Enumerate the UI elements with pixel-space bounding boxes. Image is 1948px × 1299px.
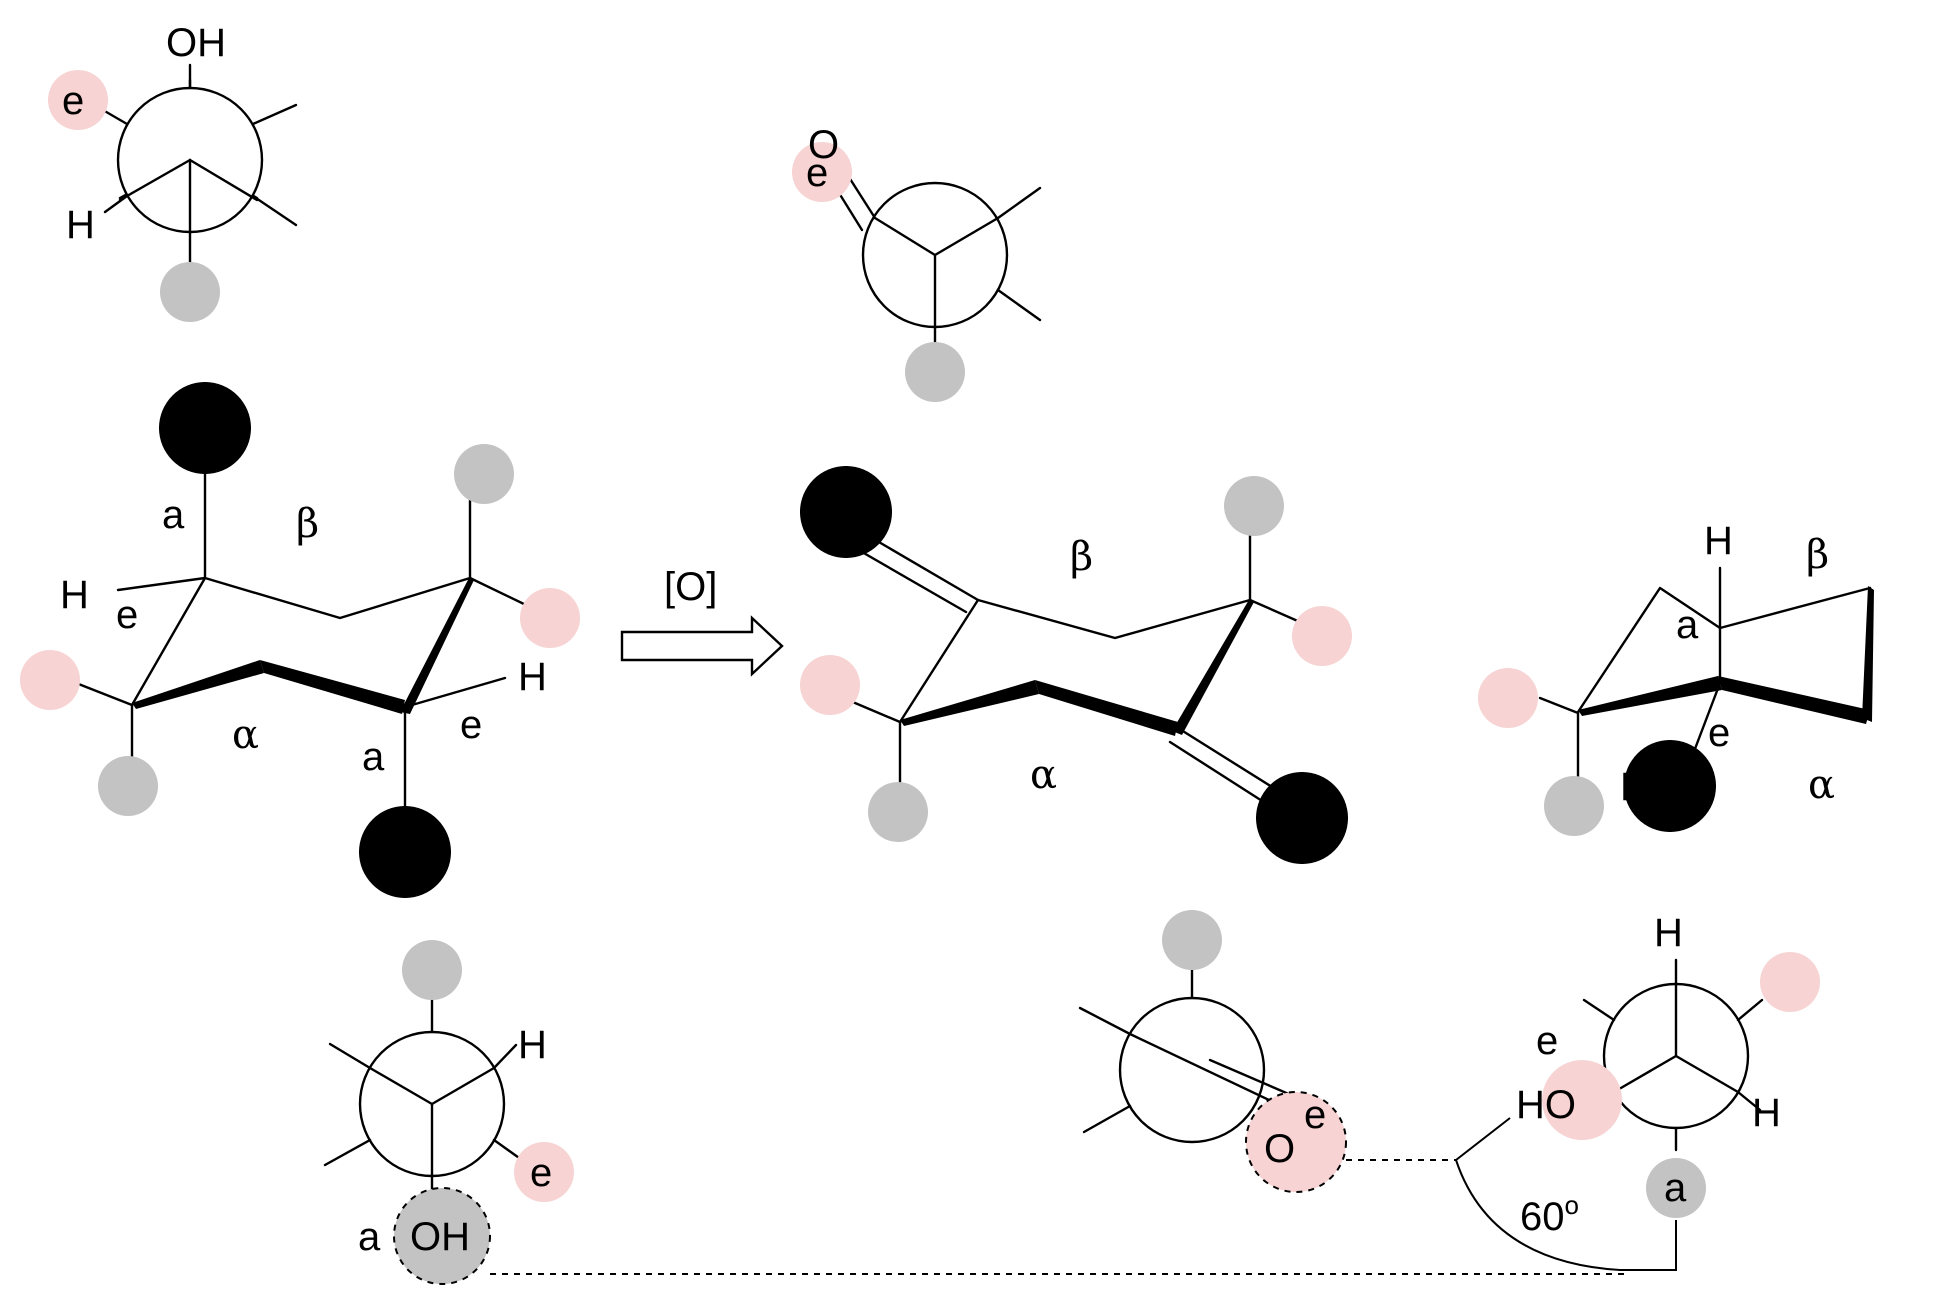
label-e: e bbox=[460, 703, 482, 747]
label-oh: OH bbox=[166, 21, 226, 65]
axial-marker bbox=[1162, 910, 1222, 970]
label-ho: HO bbox=[1516, 1083, 1576, 1127]
label-alpha: α bbox=[1808, 762, 1835, 808]
equatorial-marker bbox=[800, 655, 860, 715]
label-o: O bbox=[832, 491, 863, 535]
angle-arc bbox=[1455, 1159, 1677, 1271]
label-ho: HO bbox=[1620, 765, 1680, 809]
axial-marker bbox=[98, 756, 158, 816]
label-h: H bbox=[1654, 911, 1683, 955]
label-a: a bbox=[358, 1215, 381, 1259]
hollow-right-arrow-icon bbox=[620, 615, 784, 677]
equatorial-marker bbox=[20, 650, 80, 710]
newman-projection-top-middle: O e bbox=[792, 123, 1042, 402]
label-beta: β bbox=[1070, 534, 1093, 580]
label-e: e bbox=[1304, 1093, 1326, 1137]
label-o: O bbox=[1288, 797, 1319, 841]
cyclohexanedione-chair-middle: O O β α bbox=[800, 466, 1352, 864]
angle-annotation bbox=[490, 1117, 1677, 1275]
oxidation-label: [O] bbox=[664, 565, 717, 609]
axial-marker bbox=[402, 940, 462, 1000]
angle-label: 60o bbox=[1520, 1190, 1579, 1239]
newman-projection-bottom-left: H e a OH bbox=[323, 940, 574, 1285]
equatorial-marker bbox=[48, 70, 108, 130]
newman-projection-top-left: e OH H bbox=[48, 21, 298, 322]
angle-value: 60 bbox=[1520, 1195, 1565, 1239]
axial-marker bbox=[1544, 776, 1604, 836]
label-a: a bbox=[162, 493, 185, 537]
axial-marker bbox=[160, 262, 220, 322]
equatorial-marker bbox=[520, 588, 580, 648]
label-h: H bbox=[518, 655, 547, 699]
equatorial-marker bbox=[1760, 952, 1820, 1012]
label-beta: β bbox=[296, 501, 319, 547]
label-e: e bbox=[1708, 711, 1730, 755]
label-h: H bbox=[1752, 1091, 1781, 1135]
angle-degree-sign: o bbox=[1565, 1190, 1579, 1220]
axial-marker bbox=[1646, 1158, 1706, 1218]
axial-marker bbox=[868, 782, 928, 842]
label-h: H bbox=[1704, 519, 1733, 563]
label-o: O bbox=[808, 123, 839, 167]
label-e: e bbox=[1536, 1019, 1558, 1063]
label-e: e bbox=[116, 593, 138, 637]
label-h: H bbox=[60, 573, 89, 617]
label-a: a bbox=[1664, 1166, 1687, 1210]
label-a: a bbox=[362, 735, 385, 779]
label-h: H bbox=[518, 1023, 547, 1067]
bond-line bbox=[1455, 1117, 1511, 1161]
axial-marker bbox=[393, 1187, 491, 1285]
axial-marker bbox=[1224, 476, 1284, 536]
label-o: O bbox=[1264, 1127, 1295, 1171]
newman-projection-bottom-right: H H e HO a 60o bbox=[1516, 911, 1820, 1239]
label-a: a bbox=[1676, 603, 1699, 647]
label-oh: OH bbox=[384, 831, 444, 875]
label-oh: OH bbox=[181, 407, 241, 451]
equatorial-marker bbox=[1478, 668, 1538, 728]
equatorial-marker bbox=[792, 142, 852, 202]
label-h: H bbox=[66, 203, 95, 247]
axial-marker bbox=[454, 444, 514, 504]
label-e: e bbox=[62, 79, 84, 123]
axial-marker bbox=[905, 342, 965, 402]
label-e: e bbox=[530, 1151, 552, 1195]
cyclohexane-chair-left: OH OH a β H e α a e H bbox=[20, 382, 580, 898]
label-e: e bbox=[806, 151, 828, 195]
equatorial-marker bbox=[1245, 1091, 1347, 1193]
cyclohexane-chair-right: HO H β a e α bbox=[1478, 519, 1874, 836]
reaction-arrow: [O] bbox=[620, 565, 784, 677]
label-beta: β bbox=[1806, 532, 1829, 578]
equatorial-marker bbox=[1542, 1060, 1622, 1140]
label-oh: OH bbox=[410, 1215, 470, 1259]
equatorial-marker bbox=[514, 1142, 574, 1202]
equatorial-marker bbox=[1292, 606, 1352, 666]
label-alpha: α bbox=[1030, 752, 1057, 798]
newman-projection-bottom-middle: O e bbox=[1078, 910, 1347, 1193]
label-alpha: α bbox=[232, 712, 259, 758]
